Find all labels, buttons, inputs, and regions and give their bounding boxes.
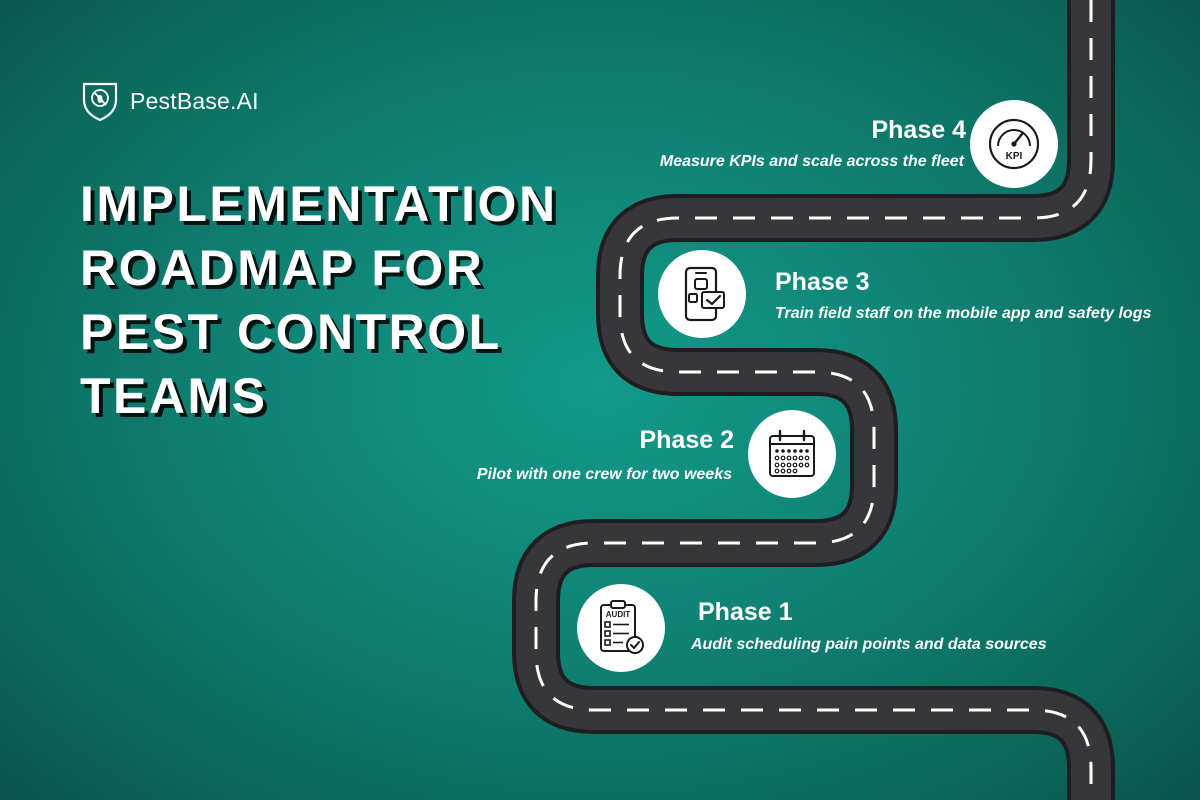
title-line-1: IMPLEMENTATION [80,176,558,232]
page-title: IMPLEMENTATION ROADMAP FOR PEST CONTROL … [80,172,558,428]
phase-2-icon-circle [748,410,836,498]
phase-2-title: Phase 2 [639,426,734,454]
road-lane-markings [534,0,1093,800]
phase-2-description: Pilot with one crew for two weeks [476,466,732,483]
title-line-3: PEST CONTROL [80,304,502,360]
phase-4-icon-circle: KPI [970,100,1058,188]
audit-icon-text: AUDIT [606,610,631,619]
phase-3-icon-circle [658,250,746,338]
phase-1-title: Phase 1 [698,598,793,626]
brand-name: PestBase.AI [130,87,259,114]
brand-logo: PestBase.AI [80,80,259,122]
audit-clipboard-icon: AUDIT [600,600,644,654]
title-line-4: TEAMS [80,368,268,424]
phase-3-description: Train field staff on the mobile app and … [775,305,1152,322]
mobile-app-icon [684,266,725,322]
phase-1-icon-circle: AUDIT [577,584,665,672]
kpi-icon-text: KPI [1006,151,1023,162]
phase-4-description: Measure KPIs and scale across the fleet [659,153,964,170]
phase-4-title: Phase 4 [871,116,966,144]
phase-1-description: Audit scheduling pain points and data so… [691,636,1047,653]
title-line-2: ROADMAP FOR [80,240,485,296]
calendar-icon [769,429,815,477]
shield-bug-icon [82,82,118,122]
kpi-gauge-icon: KPI [988,118,1040,170]
phase-3-title: Phase 3 [775,268,870,296]
